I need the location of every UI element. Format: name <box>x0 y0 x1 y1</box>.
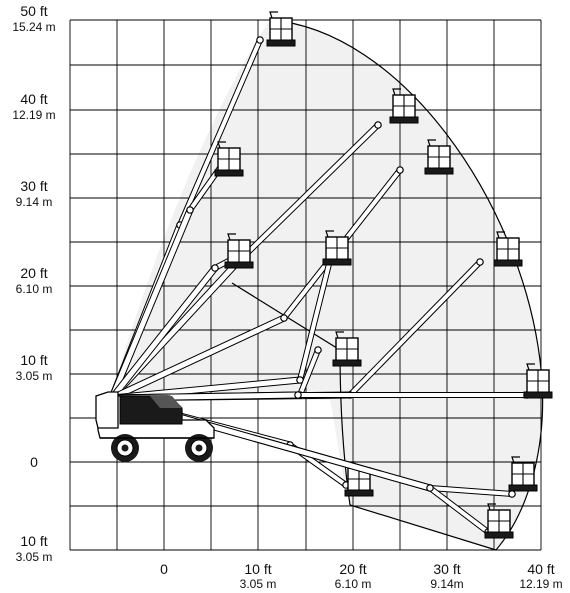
y-axis-label-m: 3.05 m <box>16 550 53 564</box>
y-axis-label-ft: 0 <box>30 454 38 470</box>
work-platform-icon <box>493 231 523 267</box>
jib-boom <box>348 260 482 397</box>
x-axis-label-ft: 20 ft <box>339 561 366 577</box>
boom-joint <box>294 391 302 399</box>
boom-joint <box>186 206 194 214</box>
boom-joint <box>280 314 288 322</box>
x-axis-label-m: 12.19 m <box>519 577 562 591</box>
work-platform-icon <box>523 363 553 399</box>
y-axis-label-ft: 30 ft <box>20 178 47 194</box>
main-boom <box>109 207 193 401</box>
x-axis-label-ft: 0 <box>160 561 168 577</box>
work-platform-icon <box>332 331 362 367</box>
boom-joint <box>426 484 434 492</box>
boom-joint <box>211 264 219 272</box>
boom-joint <box>314 346 322 354</box>
y-axis-label-ft: 10 ft <box>20 533 47 549</box>
y-axis-label-m: 6.10 m <box>16 282 53 296</box>
y-axis-label-m: 3.05 m <box>16 369 53 383</box>
work-platform-icon <box>484 503 514 539</box>
y-axis-label-m: 15.24 m <box>12 20 55 34</box>
jib-boom <box>178 38 262 227</box>
work-platform-icon <box>389 88 419 124</box>
work-platform-icon <box>322 230 352 266</box>
x-axis-label-m: 9.14m <box>430 577 463 591</box>
x-axis-label-m: 6.10 m <box>335 577 372 591</box>
machine <box>95 391 215 462</box>
x-axis-label-m: 3.05 m <box>240 577 277 591</box>
jib-boom <box>428 486 490 534</box>
y-axis-label-ft: 20 ft <box>20 265 47 281</box>
jib-boom <box>233 123 380 267</box>
jib-boom <box>298 348 320 397</box>
work-platform-icon <box>266 11 296 47</box>
work-platform-icon <box>508 456 538 492</box>
boom-joint <box>256 36 264 44</box>
boom-joint <box>476 258 484 266</box>
y-axis-label-m: 12.19 m <box>12 108 55 122</box>
envelope-bottom <box>349 504 497 551</box>
work-platform-icon <box>424 139 454 175</box>
y-axis-label-ft: 40 ft <box>20 91 47 107</box>
boom-lift-machine-icon <box>95 391 215 462</box>
work-platform-icon <box>224 233 254 269</box>
main-boom <box>109 315 287 401</box>
x-axis-label-ft: 10 ft <box>244 561 271 577</box>
boom-joint <box>374 121 382 129</box>
x-axis-label-ft: 40 ft <box>527 561 554 577</box>
work-platform-icon <box>214 141 244 177</box>
main-boom <box>109 265 218 401</box>
jib-boom <box>298 258 332 382</box>
boom-joint <box>508 490 516 498</box>
y-axis-label-ft: 10 ft <box>20 352 47 368</box>
x-axis-label-ft: 30 ft <box>433 561 460 577</box>
jib-boom <box>428 486 514 496</box>
y-axis-label-m: 9.14 m <box>16 195 53 209</box>
boom-joint <box>396 166 404 174</box>
y-axis-label-ft: 50 ft <box>20 3 47 19</box>
